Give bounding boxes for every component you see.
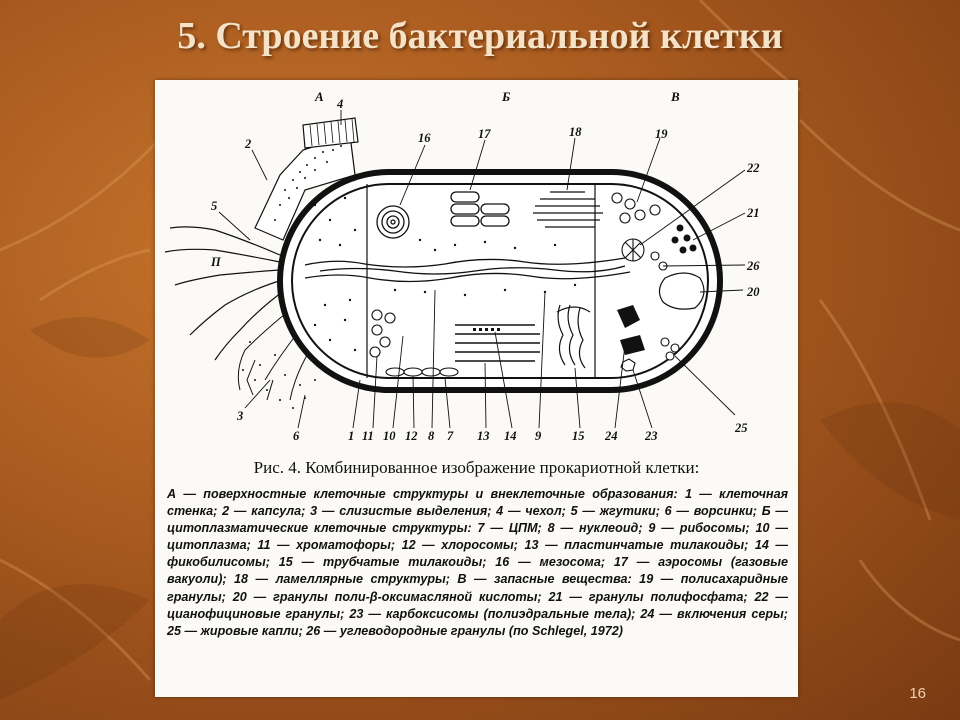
label-21: 21 bbox=[746, 206, 760, 220]
label-20: 20 bbox=[746, 285, 760, 299]
phycobilisomes bbox=[473, 328, 500, 331]
label-6: 6 bbox=[293, 429, 300, 443]
lipid-droplets bbox=[660, 337, 680, 361]
label-3: 3 bbox=[236, 409, 243, 423]
label-14: 14 bbox=[504, 429, 517, 443]
leader-lines bbox=[218, 110, 746, 429]
plate-thylakoids bbox=[455, 324, 540, 362]
figure-caption-legend: А — поверхностные клеточные структуры и … bbox=[167, 487, 788, 638]
label-5: 5 bbox=[211, 199, 217, 213]
aerosomes bbox=[450, 191, 510, 227]
cytoplasmic-membrane bbox=[291, 183, 709, 379]
nucleoid bbox=[304, 257, 631, 283]
label-13: 13 bbox=[477, 429, 490, 443]
slide-number: 16 bbox=[909, 685, 926, 702]
bacterial-cell-diagram: А Б В bbox=[164, 89, 760, 443]
polyphosphate-granules bbox=[671, 224, 697, 254]
polysaccharide-granules bbox=[611, 192, 661, 224]
poly-beta-hydroxybutyrate-granule bbox=[658, 272, 705, 310]
label-pili: П bbox=[210, 255, 222, 269]
chromatophores bbox=[369, 309, 396, 358]
slide-title: 5. Строение бактериальной клетки bbox=[177, 15, 783, 57]
label-2: 2 bbox=[244, 137, 251, 151]
figure-caption-title: Рис. 4. Комбинированное изображение прок… bbox=[253, 458, 700, 477]
label-11: 11 bbox=[362, 429, 374, 443]
slime-dots bbox=[242, 341, 316, 409]
section-label-b: Б bbox=[501, 89, 510, 104]
label-17: 17 bbox=[478, 127, 491, 141]
label-24: 24 bbox=[604, 429, 618, 443]
label-4: 4 bbox=[336, 97, 343, 111]
sulfur-inclusions bbox=[617, 305, 645, 355]
lamellar-structures bbox=[533, 191, 603, 228]
label-12: 12 bbox=[405, 429, 418, 443]
label-8: 8 bbox=[428, 429, 435, 443]
label-7: 7 bbox=[447, 429, 454, 443]
hydrocarbon-granules bbox=[650, 251, 668, 271]
mesosome bbox=[376, 205, 410, 239]
label-25: 25 bbox=[734, 421, 748, 435]
chlorosomes bbox=[385, 367, 459, 377]
label-15: 15 bbox=[572, 429, 585, 443]
capsule bbox=[254, 134, 356, 241]
label-16: 16 bbox=[418, 131, 431, 145]
flagella bbox=[164, 226, 286, 361]
label-19: 19 bbox=[655, 127, 668, 141]
label-1: 1 bbox=[348, 429, 354, 443]
label-9: 9 bbox=[535, 429, 542, 443]
capsule-dots bbox=[274, 145, 342, 221]
cyanophycin-granule bbox=[621, 238, 645, 262]
label-22: 22 bbox=[746, 161, 760, 175]
label-18: 18 bbox=[569, 125, 582, 139]
label-10: 10 bbox=[383, 429, 396, 443]
tubular-thylakoids bbox=[556, 304, 591, 369]
sheath-hatch bbox=[309, 118, 355, 147]
label-23: 23 bbox=[644, 429, 658, 443]
sheath bbox=[302, 117, 359, 149]
figure-panel: А Б В bbox=[155, 80, 798, 697]
label-26: 26 bbox=[746, 259, 760, 273]
section-label-a: А bbox=[314, 89, 324, 104]
section-label-v: В bbox=[670, 89, 680, 104]
